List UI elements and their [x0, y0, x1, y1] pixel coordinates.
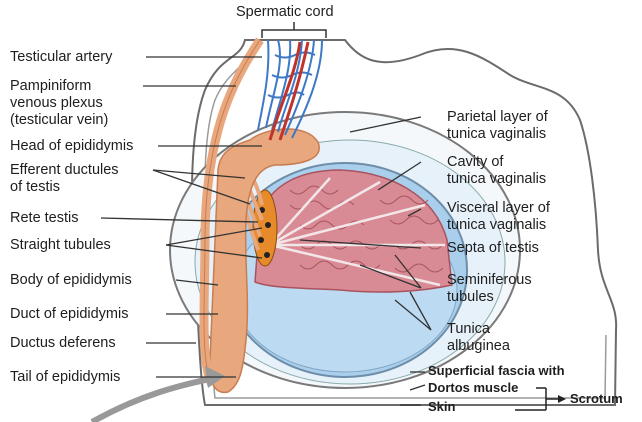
label-pampiniform-1: Pampiniform: [10, 78, 91, 94]
label-spermatic-cord: Spermatic cord: [236, 4, 334, 20]
label-body-of-epididymis: Body of epididymis: [10, 272, 132, 288]
label-parietal-layer-1: Parietal layer of: [447, 109, 548, 125]
label-cavity-1: Cavity of: [447, 154, 503, 170]
label-head-of-epididymis: Head of epididymis: [10, 138, 133, 154]
label-ductus-deferens: Ductus deferens: [10, 335, 116, 351]
spermatic-cord-bracket: [262, 30, 326, 38]
label-superficial-fascia-1: Superficial fascia with: [428, 363, 565, 379]
label-tail-of-epididymis: Tail of epididymis: [10, 369, 120, 385]
label-visceral-layer-2: tunica vaginalis: [447, 217, 546, 233]
label-parietal-layer-2: tunica vaginalis: [447, 126, 546, 142]
label-cavity-2: tunica vaginalis: [447, 171, 546, 187]
label-testicular-artery: Testicular artery: [10, 49, 112, 65]
label-straight-tubules: Straight tubules: [10, 237, 111, 253]
label-seminiferous-2: tubules: [447, 289, 494, 305]
label-duct-of-epididymis: Duct of epididymis: [10, 306, 128, 322]
label-pampiniform-3: (testicular vein): [10, 112, 108, 128]
label-septa-of-testis: Septa of testis: [447, 240, 539, 256]
label-visceral-layer-1: Visceral layer of: [447, 200, 550, 216]
label-skin: Skin: [428, 399, 455, 415]
label-pampiniform-2: venous plexus: [10, 95, 103, 111]
label-efferent-ductules-1: Efferent ductules: [10, 162, 119, 178]
label-tunica-albuginea-2: albuginea: [447, 338, 510, 354]
label-superficial-fascia-2: Dortos muscle: [428, 380, 518, 396]
label-seminiferous-1: Seminiferous: [447, 272, 532, 288]
label-scrotum: Scrotum: [570, 391, 623, 407]
label-rete-testis: Rete testis: [10, 210, 79, 226]
label-efferent-ductules-2: of testis: [10, 179, 60, 195]
label-tunica-albuginea-1: Tunica: [447, 321, 490, 337]
